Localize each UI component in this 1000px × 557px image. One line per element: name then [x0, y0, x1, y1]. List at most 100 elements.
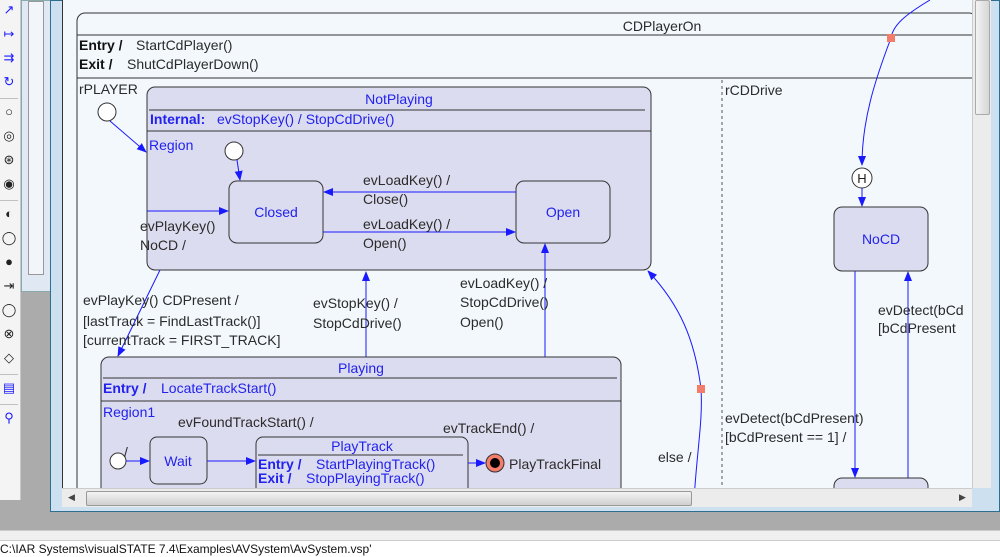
state-nocd[interactable] [833, 206, 929, 272]
transition-label: evLoadKey() / [363, 216, 450, 232]
note-tool-button[interactable]: ▤ [0, 378, 18, 398]
initial-label: / [124, 444, 128, 460]
history-tool-icon: ◎ [3, 128, 15, 143]
exit-keyword: Exit / [258, 470, 292, 486]
toolbar-separator [0, 404, 18, 405]
transition-label: evTrackEnd() / [443, 420, 534, 436]
history-label: H [857, 171, 866, 186]
transition-label: NoCD / [140, 237, 186, 253]
junction-tool-icon: ◯ [1, 230, 17, 245]
transition-label: evDetect(bCdPresent) [725, 410, 864, 426]
entry-keyword: Entry / [79, 37, 123, 53]
transition-label: evLoadKey() / [460, 275, 547, 291]
region-label: Region [149, 137, 193, 153]
playing-title: Playing [338, 360, 384, 376]
status-divider [0, 530, 1000, 541]
state-playtrack[interactable] [255, 436, 469, 517]
final-state-label: PlayTrackFinal [509, 456, 601, 472]
deep-history-tool-icon: ⊛ [3, 152, 15, 167]
transition-label: evLoadKey() / [363, 172, 450, 188]
transition-tool-icon: ↗ [3, 2, 15, 17]
choice-tool-icon: ⊗ [3, 326, 15, 341]
vertical-scrollbar[interactable] [972, 0, 991, 488]
exit-action: StopPlayingTrack() [306, 470, 425, 486]
playtrack-title: PlayTrack [331, 438, 394, 454]
toolbar-separator [0, 374, 18, 375]
initial-state[interactable] [224, 141, 244, 161]
toolbar-separator [0, 200, 18, 201]
state-cd-present[interactable] [833, 477, 929, 538]
transition-label: [bCdPresent == 1] / [725, 429, 847, 445]
fork-transition-tool-button[interactable]: ⇉ [0, 48, 18, 68]
state-open[interactable] [515, 180, 611, 244]
exit-point-tool-button[interactable]: ◯ [0, 300, 18, 320]
toolbar-separator [0, 98, 18, 99]
transition-tool-icon: ↦ [3, 26, 15, 41]
terminate-tool-button[interactable]: ● [0, 252, 18, 272]
transition-to-history[interactable] [858, 0, 931, 166]
initial-state[interactable] [97, 102, 117, 122]
terminate-tool-icon: ● [5, 254, 13, 269]
transition-label: evFoundTrackStart() / [178, 414, 314, 430]
transition-label: evPlayKey() [140, 218, 215, 234]
junction-marker[interactable] [887, 34, 895, 42]
transition-label: Open() [460, 314, 504, 330]
self-transition-tool-button[interactable]: ↻ [0, 72, 18, 92]
transition-label: else / [658, 449, 692, 465]
scroll-left-arrow-icon[interactable]: ◀ [68, 492, 75, 502]
wait-label: Wait [164, 453, 192, 469]
history-tool-button[interactable]: ◎ [0, 126, 18, 146]
transition-to-playing[interactable] [117, 269, 161, 357]
self-transition-tool-icon: ↻ [3, 74, 15, 89]
junction-marker[interactable] [697, 385, 705, 393]
deep-history-tool-button[interactable]: ⊛ [0, 150, 18, 170]
state-closed[interactable] [228, 180, 324, 244]
zoom-tool-icon: ⚲ [4, 410, 14, 425]
fork-transition-tool-icon: ⇉ [3, 50, 15, 65]
choice-tool-button[interactable]: ⊗ [0, 324, 18, 344]
horizontal-scrollbar[interactable]: ◀ ▶ [62, 488, 972, 507]
transition-label: [bCdPresent [878, 320, 956, 336]
side-panel-inner [28, 1, 44, 275]
region-label-cddrive: rCDDrive [725, 82, 783, 98]
transition-label: Close() [363, 191, 408, 207]
transition-tool-button[interactable]: ↗ [0, 0, 18, 20]
horizontal-scroll-thumb[interactable] [86, 491, 692, 506]
internal-keyword: Internal: [150, 111, 205, 127]
transition-label: [lastTrack = FindLastTrack()] [83, 313, 261, 329]
initial-state-tool-icon: ◐ [5, 206, 13, 221]
closed-label: Closed [254, 204, 298, 220]
state-tool-button[interactable]: ○ [0, 102, 18, 122]
note-tool-icon: ▤ [2, 380, 16, 395]
vertical-scroll-thumb[interactable] [975, 0, 990, 115]
exit-point-tool-icon: ◯ [1, 302, 17, 317]
zoom-tool-button[interactable]: ⚲ [0, 408, 18, 428]
status-path: C:\IAR Systems\visualSTATE 7.4\Examples\… [0, 542, 372, 556]
final-state-tool-icon: ◉ [3, 176, 15, 191]
entry-keyword: Entry / [103, 380, 147, 396]
junction-tool-button[interactable]: ◯ [0, 228, 18, 248]
transition-tool-button[interactable]: ↦ [0, 24, 18, 44]
tool-palette: ↗ ↦ ⇉ ↻ ○ ◎ ⊛ ◉ ◐ ◯ ● ⇥ ◯ ⊗ ◇ ▤ ⚲ [0, 0, 21, 500]
cdplayeron-title: CDPlayerOn [623, 18, 702, 34]
entry-keyword: Entry / [258, 456, 302, 472]
transition-label: evStopKey() / [313, 295, 398, 311]
final-state-tool-button[interactable]: ◉ [0, 174, 18, 194]
transition-label: [currentTrack = FIRST_TRACK] [83, 332, 280, 348]
condition-tool-button[interactable]: ◇ [0, 348, 18, 368]
transition-label: evPlayKey() CDPresent / [83, 292, 239, 308]
condition-tool-icon: ◇ [4, 350, 14, 365]
entry-point-tool-button[interactable]: ⇥ [0, 276, 18, 296]
initial-transition[interactable] [109, 120, 147, 153]
region-label: Region1 [103, 404, 155, 420]
internal-action: evStopKey() / StopCdDrive() [217, 111, 394, 127]
transition-label: evDetect(bCd [878, 302, 964, 318]
entry-point-tool-icon: ⇥ [3, 278, 15, 293]
transition-label: Open() [363, 235, 407, 251]
scroll-right-arrow-icon[interactable]: ▶ [959, 492, 966, 502]
entry-action: StartPlayingTrack() [316, 456, 435, 472]
initial-state-tool-button[interactable]: ◐ [0, 204, 18, 224]
transition-label: StopCdDrive() [460, 294, 549, 310]
open-label: Open [546, 204, 580, 220]
